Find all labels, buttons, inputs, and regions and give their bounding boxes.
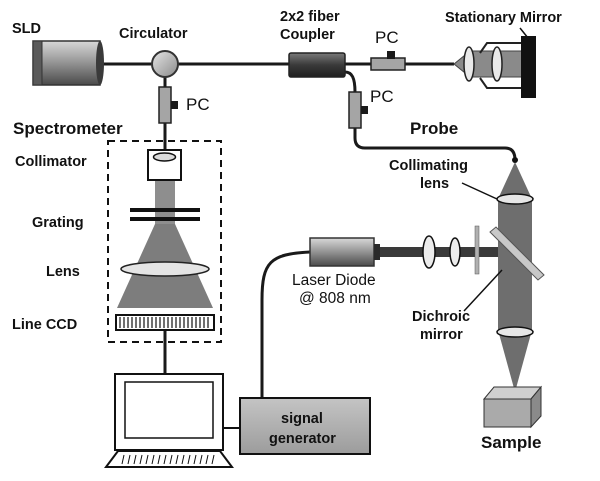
signal-generator: [239, 397, 371, 455]
probe-beam-upper: [498, 162, 532, 199]
label-coupler-line2: Coupler: [280, 27, 335, 43]
probe-fiber-tip: [512, 157, 518, 163]
reference-arm-optics: [453, 36, 536, 98]
sld-source: [32, 40, 104, 86]
laser-diode: [309, 237, 380, 267]
circulator: [151, 50, 179, 78]
polarization-controller-mid: [348, 91, 368, 129]
label-stationary-mirror: Stationary Mirror: [445, 10, 562, 26]
label-coupler-line1: 2x2 fiber: [280, 9, 340, 25]
spectrometer-lens: [120, 261, 210, 277]
grating-bar-2: [130, 217, 200, 221]
label-sld: SLD: [12, 21, 41, 37]
label-circulator: Circulator: [119, 26, 188, 42]
label-grating: Grating: [32, 215, 84, 231]
line-ccd-pixels: [119, 317, 209, 328]
laser-filter: [474, 225, 480, 275]
label-pc-left: PC: [186, 95, 210, 114]
computer-keyboard-keys: [121, 454, 215, 465]
keyboard-key: [127, 454, 131, 465]
label-collimating-line2: lens: [420, 176, 449, 192]
focusing-lens: [496, 326, 534, 338]
keyboard-key: [157, 454, 161, 465]
label-pc-mid: PC: [370, 87, 394, 106]
label-pc-top: PC: [375, 28, 399, 47]
arrow-dichroic-mirror: [463, 269, 503, 312]
label-dichroic-line1: Dichroic: [412, 309, 470, 325]
fiber-coupler-probe: [344, 70, 517, 161]
keyboard-key: [175, 454, 179, 465]
keyboard-key: [181, 454, 185, 465]
keyboard-key: [205, 454, 209, 465]
label-laser-line1: Laser Diode: [292, 272, 376, 289]
laser-beam: [380, 247, 498, 257]
label-probe: Probe: [410, 119, 458, 138]
computer: [104, 373, 234, 468]
keyboard-key: [199, 454, 203, 465]
sample: [482, 385, 543, 429]
reference-lens-1: [463, 46, 475, 82]
computer-screen: [124, 381, 214, 439]
arrow-collimating-lens: [461, 182, 498, 200]
spectrometer-beam-upper: [155, 178, 175, 224]
keyboard-key: [151, 454, 155, 465]
label-laser-line2: @ 808 nm: [299, 290, 371, 307]
probe-optics: [489, 157, 545, 392]
spectrometer-optics: [115, 149, 215, 331]
keyboard-key: [187, 454, 191, 465]
label-signal-line1: signal: [281, 411, 323, 427]
grating-bar-1: [130, 208, 200, 212]
label-spectrometer: Spectrometer: [13, 119, 123, 138]
keyboard-key: [133, 454, 137, 465]
fiber-coupler: [288, 52, 346, 78]
polarization-controller-left: [158, 86, 178, 124]
keyboard-key: [169, 454, 173, 465]
fiber-laser-cable: [260, 250, 311, 398]
laser-lens-2: [449, 237, 461, 267]
polarization-controller-top: [370, 51, 406, 71]
line-ccd: [115, 314, 215, 331]
label-collimating-line1: Collimating: [389, 158, 468, 174]
laser-lens-1: [422, 235, 436, 269]
keyboard-key: [121, 454, 125, 465]
label-collimator: Collimator: [15, 154, 87, 170]
reference-lens-2: [491, 46, 503, 82]
label-sample: Sample: [481, 433, 541, 452]
label-dichroic-line2: mirror: [420, 327, 463, 343]
keyboard-key: [211, 454, 215, 465]
label-line-ccd: Line CCD: [12, 317, 77, 333]
keyboard-key: [145, 454, 149, 465]
keyboard-key: [139, 454, 143, 465]
arrow-stationary-mirror: [519, 27, 533, 44]
keyboard-key: [193, 454, 197, 465]
label-signal-line2: generator: [269, 431, 336, 447]
probe-beam-lower: [498, 330, 532, 392]
collimator-lens: [152, 152, 177, 162]
dichroic-mirror: [489, 226, 545, 281]
stationary-mirror: [521, 36, 536, 98]
collimating-lens: [496, 193, 534, 205]
label-lens: Lens: [46, 264, 80, 280]
keyboard-key: [163, 454, 167, 465]
mirror-mount: [479, 42, 521, 89]
